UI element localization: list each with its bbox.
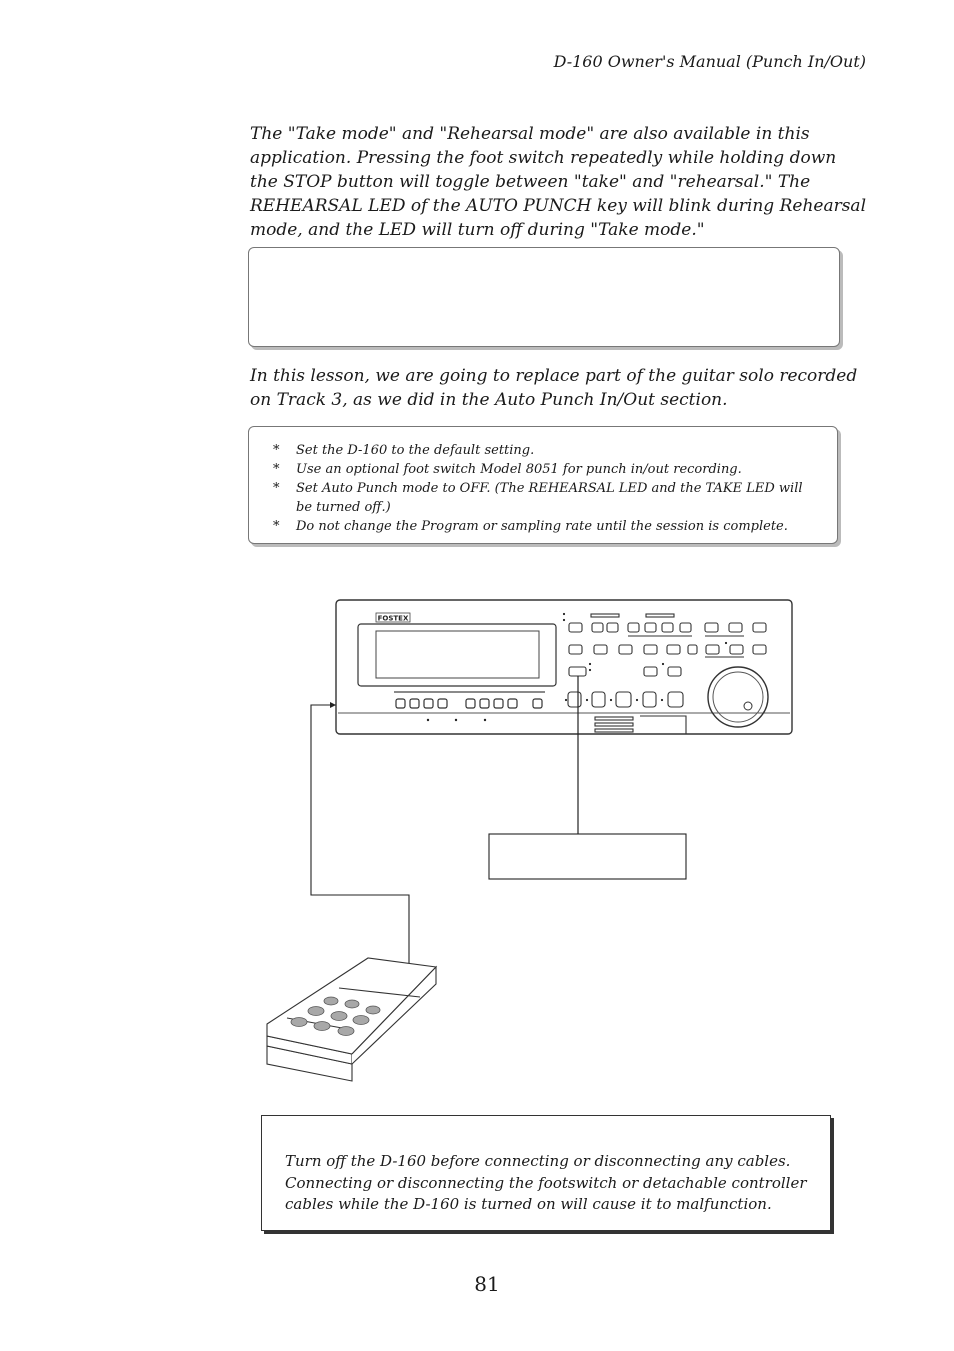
track-button-row — [395, 698, 543, 709]
jog-shuttle-dial — [707, 666, 769, 728]
footswitch-pedal — [266, 957, 438, 1082]
note-text: Set Auto Punch mode to OFF. (The REHEARS… — [296, 481, 803, 515]
preparation-notes-box: * Set the D-160 to the default setting. *… — [248, 426, 838, 544]
bullet-star: * — [273, 443, 280, 458]
note-text: Set the D-160 to the default setting. — [296, 443, 535, 458]
running-header: D-160 Owner's Manual (Punch In/Out) — [553, 52, 866, 71]
footswitch-cable — [310, 702, 410, 964]
brand-logo: FOSTEX — [378, 615, 409, 623]
control-button-grid — [567, 613, 767, 734]
lcd-display — [375, 630, 540, 679]
intro-paragraph: The "Take mode" and "Rehearsal mode" are… — [250, 124, 867, 240]
note-text: Use an optional foot switch Model 8051 f… — [296, 462, 742, 477]
note-item: * Do not change the Program or sampling r… — [273, 517, 817, 536]
warning-box: Turn off the D-160 before connecting or … — [261, 1115, 831, 1231]
preparation-notes-list: * Set the D-160 to the default setting. *… — [249, 427, 837, 536]
note-item: * Set Auto Punch mode to OFF. (The REHEAR… — [273, 479, 817, 517]
lesson-paragraph: In this lesson, we are going to replace … — [250, 366, 858, 410]
recorder-front-panel: FOSTEX — [335, 599, 793, 735]
bullet-star: * — [273, 462, 280, 477]
note-item: * Use an optional foot switch Model 8051 … — [273, 460, 817, 479]
callout-label-box — [488, 833, 687, 880]
blank-note-box — [248, 247, 840, 347]
bullet-star: * — [273, 481, 280, 496]
note-item: * Set the D-160 to the default setting. — [273, 441, 817, 460]
page-number: 81 — [474, 1272, 500, 1296]
warning-text: Turn off the D-160 before connecting or … — [285, 1152, 807, 1213]
bullet-star: * — [273, 519, 280, 534]
note-text: Do not change the Program or sampling ra… — [296, 519, 788, 534]
callout-line — [488, 676, 687, 880]
